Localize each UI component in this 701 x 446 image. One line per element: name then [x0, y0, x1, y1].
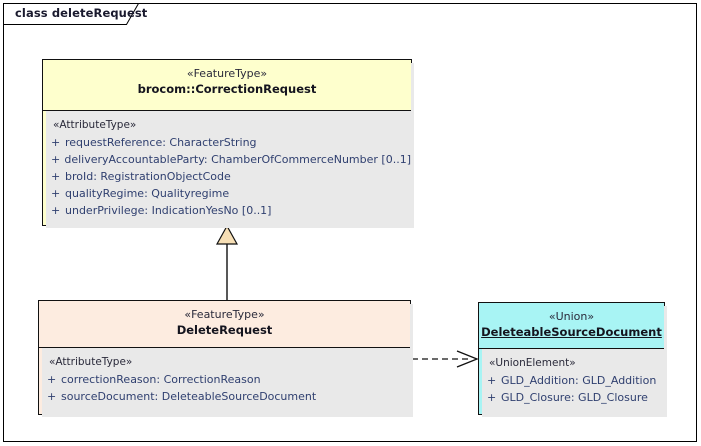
attribute-row: + broId: RegistrationObjectCode — [43, 168, 411, 185]
attribute-visibility: + — [487, 391, 497, 404]
attribute-row: + GLD_Addition: GLD_Addition — [479, 372, 664, 389]
class-header-correction-request: «FeatureType» brocom::CorrectionRequest — [43, 60, 411, 111]
attribute-compartment-stereotype: «AttributeType» — [49, 356, 133, 368]
attribute-compartment-stereotype: «AttributeType» — [53, 119, 137, 131]
attribute-visibility: + — [51, 170, 61, 183]
attribute-visibility: + — [51, 136, 61, 149]
class-header-deleteable-source-document: «Union» DeleteableSourceDocument — [479, 303, 664, 349]
attribute-text: broId: RegistrationObjectCode — [65, 170, 231, 183]
class-attributes-delete-request: «AttributeType» + correctionReason: Corr… — [39, 348, 410, 409]
diagram-frame-tab: class deleteRequest — [3, 3, 147, 25]
attribute-visibility: + — [51, 153, 61, 166]
frame-tab-shape-icon — [3, 3, 140, 25]
attribute-visibility: + — [487, 374, 497, 387]
attribute-text: GLD_Addition: GLD_Addition — [501, 374, 657, 387]
attribute-row: + deliveryAccountableParty: ChamberOfCom… — [43, 151, 411, 168]
attribute-visibility: + — [51, 187, 61, 200]
class-stereotype: «FeatureType» — [184, 308, 265, 321]
attribute-text: correctionReason: CorrectionReason — [61, 373, 261, 386]
class-name: DeleteRequest — [176, 323, 273, 337]
attribute-text: requestReference: CharacterString — [65, 136, 257, 149]
class-stereotype: «Union» — [548, 310, 595, 323]
attribute-row: + qualityRegime: Qualityregime — [43, 185, 411, 202]
attribute-text: sourceDocument: DeleteableSourceDocument — [61, 390, 317, 403]
class-box-correction-request[interactable]: «FeatureType» brocom::CorrectionRequest … — [42, 59, 414, 228]
attribute-row: + sourceDocument: DeleteableSourceDocume… — [39, 388, 410, 405]
attribute-visibility: + — [47, 373, 57, 386]
attribute-text: underPrivilege: IndicationYesNo [0..1] — [65, 204, 272, 217]
attribute-text: qualityRegime: Qualityregime — [65, 187, 230, 200]
attribute-row: + underPrivilege: IndicationYesNo [0..1] — [43, 202, 411, 219]
class-attributes-correction-request: «AttributeType» + requestReference: Char… — [43, 111, 411, 223]
frame-title: class deleteRequest — [15, 6, 148, 20]
class-name: brocom::CorrectionRequest — [137, 82, 317, 96]
class-attributes-deleteable-source-document: «UnionElement» + GLD_Addition: GLD_Addit… — [479, 349, 664, 410]
attribute-visibility: + — [47, 390, 57, 403]
attribute-visibility: + — [51, 204, 61, 217]
attribute-row: + GLD_Closure: GLD_Closure — [479, 389, 664, 406]
attribute-text: GLD_Closure: GLD_Closure — [501, 391, 648, 404]
attribute-text: deliveryAccountableParty: ChamberOfComme… — [64, 153, 411, 166]
attribute-compartment-stereotype: «UnionElement» — [489, 357, 576, 369]
attribute-row: + requestReference: CharacterString — [43, 134, 411, 151]
class-box-deleteable-source-document[interactable]: «Union» DeleteableSourceDocument «UnionE… — [478, 302, 667, 417]
class-box-delete-request[interactable]: «FeatureType» DeleteRequest «AttributeTy… — [38, 300, 413, 417]
attribute-row: + correctionReason: CorrectionReason — [39, 371, 410, 388]
class-header-delete-request: «FeatureType» DeleteRequest — [39, 301, 410, 348]
class-stereotype: «FeatureType» — [186, 67, 268, 80]
class-name: DeleteableSourceDocument — [481, 325, 662, 339]
